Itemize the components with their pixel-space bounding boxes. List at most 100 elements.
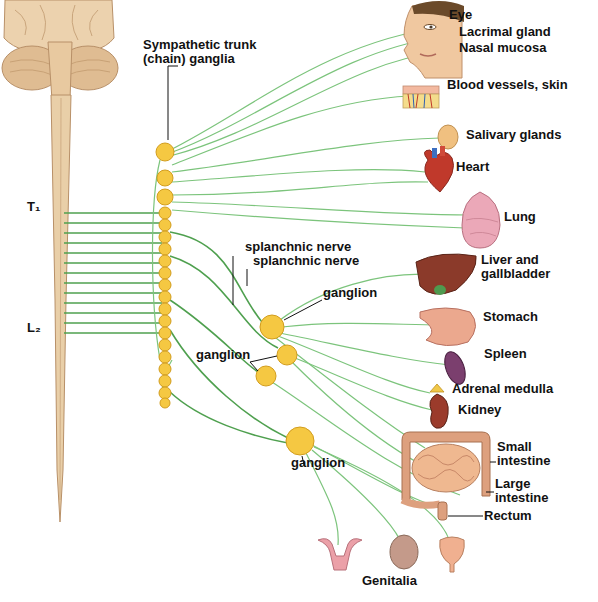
anatomy-label: splanchnic nerve xyxy=(245,240,351,254)
leader-lines xyxy=(233,256,234,305)
chain-ganglia xyxy=(159,315,171,327)
nerve-fibers xyxy=(172,170,425,182)
collateral-ganglia xyxy=(260,315,284,339)
anatomy-label: Heart xyxy=(456,160,489,174)
leader-lines xyxy=(250,356,277,362)
liver-illustration xyxy=(434,285,446,295)
collateral-ganglia xyxy=(256,315,314,455)
heart-illustration xyxy=(440,146,445,156)
chain-ganglia xyxy=(157,170,173,186)
splanchnic-nerves xyxy=(170,392,288,443)
brain-illustration xyxy=(48,42,72,100)
salivary-illustration xyxy=(438,125,458,149)
collateral-ganglia xyxy=(256,366,276,386)
chain-ganglia xyxy=(159,303,171,315)
chain-ganglia xyxy=(159,327,171,339)
chain-ganglia xyxy=(159,207,171,219)
preganglionic-fibers xyxy=(64,332,162,334)
chain-ganglia xyxy=(159,375,171,387)
heart-illustration xyxy=(424,150,453,192)
organ-fibers xyxy=(280,333,450,365)
chain-ganglia xyxy=(156,143,174,161)
face-illustration xyxy=(420,54,436,56)
chain-ganglia xyxy=(159,255,171,267)
kidney-illustration xyxy=(430,394,448,428)
chain-ganglia xyxy=(159,387,171,399)
preganglionic-fibers xyxy=(64,262,162,264)
preganglionic-fibers xyxy=(64,212,162,214)
anatomy-label: Sympathetic trunk (chain) ganglia xyxy=(143,38,268,66)
nerve-fibers xyxy=(172,210,465,228)
stomach-illustration xyxy=(420,308,476,346)
chain-ganglia xyxy=(159,267,171,279)
anatomy-label: Adrenal medulla xyxy=(452,382,553,396)
intestine-illustration xyxy=(418,455,474,481)
organ-fibers xyxy=(278,336,430,393)
chain-ganglia xyxy=(159,291,171,303)
preganglionic-fibers xyxy=(64,222,162,224)
organ-fibers xyxy=(282,323,440,327)
spinal-cord xyxy=(51,95,71,522)
skin-illustration xyxy=(413,94,425,108)
anatomy-label: T₁ xyxy=(27,200,40,214)
kidney-illustration xyxy=(430,384,444,392)
skin-illustration xyxy=(403,94,439,108)
chain-ganglia xyxy=(159,279,171,291)
anatomy-label: ganglion xyxy=(291,456,345,470)
face-illustration xyxy=(424,25,436,30)
genitalia-illustration xyxy=(440,537,465,572)
face-illustration xyxy=(429,25,432,28)
splanchnic-nerves xyxy=(170,330,288,438)
anatomy-label: Large intestine xyxy=(495,477,565,505)
anatomy-label: splanchnic nerve xyxy=(253,254,359,268)
nerve-fibers xyxy=(153,27,471,400)
chain-ganglia xyxy=(160,398,170,408)
genitalia-illustration xyxy=(390,535,418,569)
organ-fibers xyxy=(280,274,440,320)
anatomy-label: ganglion xyxy=(323,286,377,300)
liver-illustration xyxy=(416,254,476,294)
salivary-illustration xyxy=(438,125,458,149)
anatomy-label: Nasal mucosa xyxy=(459,41,546,55)
skin-illustration xyxy=(403,86,439,94)
collateral-ganglia xyxy=(286,427,314,455)
kidney-illustration xyxy=(430,384,448,428)
heart-illustration xyxy=(432,148,437,158)
preganglionic-fibers xyxy=(64,242,162,244)
anatomy-label: Small intestine xyxy=(497,440,567,468)
preganglionic-fibers xyxy=(64,272,162,274)
chain-ganglia xyxy=(159,363,171,375)
liver-illustration xyxy=(416,254,476,295)
brain-illustration xyxy=(2,0,118,100)
preganglionic-fibers xyxy=(64,232,162,234)
anatomy-label: Salivary glands xyxy=(466,128,561,142)
leader-lines xyxy=(486,492,494,493)
lung-illustration xyxy=(462,192,500,248)
intestine-illustration xyxy=(402,432,490,500)
leader-lines xyxy=(448,516,483,517)
leader-lines xyxy=(490,462,496,463)
chain-ganglia xyxy=(156,143,174,408)
anatomy-label: Rectum xyxy=(484,509,532,523)
preganglionic-fibers xyxy=(64,322,162,324)
nerve-fibers xyxy=(172,182,428,195)
anatomy-label: Lung xyxy=(504,210,536,224)
anatomy-label: Blood vessels, skin xyxy=(447,78,568,92)
spinal-cord xyxy=(60,98,61,500)
leader-lines xyxy=(168,66,496,516)
chain-ganglia xyxy=(159,219,171,231)
chain-ganglia xyxy=(159,339,171,351)
anatomy-label: Lacrimal gland xyxy=(459,25,551,39)
chain-ganglia xyxy=(157,189,173,205)
genitalia-illustration xyxy=(318,539,362,570)
anatomy-label: Genitalia xyxy=(362,574,417,588)
leader-lines xyxy=(284,300,322,320)
heart-illustration xyxy=(424,146,453,192)
collateral-ganglia xyxy=(277,345,297,365)
intestine-illustration xyxy=(402,432,490,520)
lung-illustration xyxy=(462,192,500,248)
chain-ganglia xyxy=(159,231,171,243)
preganglionic-fibers xyxy=(64,252,162,254)
